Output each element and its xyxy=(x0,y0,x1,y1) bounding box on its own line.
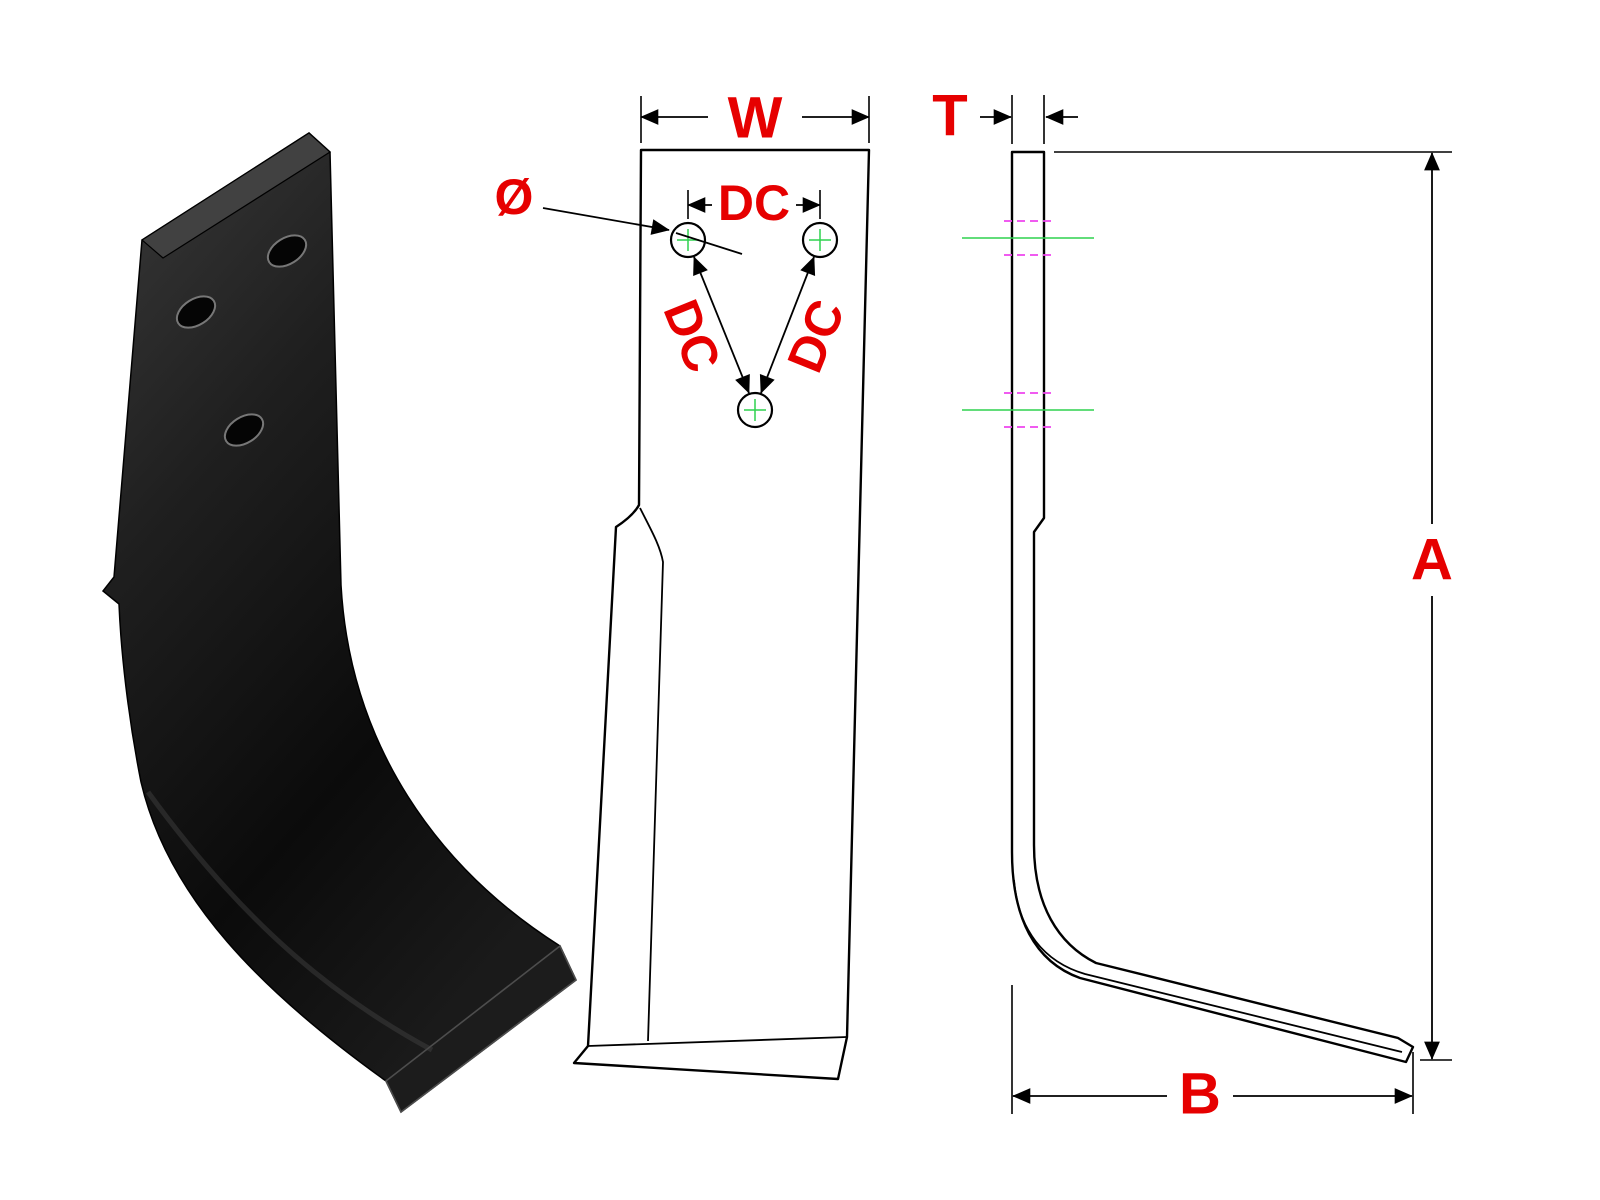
width-label: W xyxy=(728,86,783,151)
dim-thickness: T xyxy=(932,84,1078,149)
blade-top-edge-face xyxy=(140,132,331,259)
dim-diameter: Ø xyxy=(495,169,743,255)
dim-length: B xyxy=(1011,985,1414,1127)
dim-dc-top: DC xyxy=(687,175,821,231)
mounting-hole-bottom xyxy=(223,413,265,447)
height-label: A xyxy=(1411,528,1453,593)
side-bevel-line xyxy=(1013,879,1403,1053)
dim-arrow xyxy=(693,256,750,394)
dim-dc-left: DC xyxy=(653,256,750,394)
dc-top-label: DC xyxy=(718,175,790,231)
dim-height: A xyxy=(1054,151,1453,1061)
dim-width: W xyxy=(640,86,870,151)
thickness-label: T xyxy=(932,84,967,149)
blade-body xyxy=(101,132,577,1114)
length-label: B xyxy=(1179,1062,1221,1127)
dc-left-label: DC xyxy=(653,292,732,380)
front-edge-strip-line xyxy=(587,1036,848,1047)
bend-highlight xyxy=(145,790,434,1053)
dim-dc-right: DC xyxy=(759,256,856,394)
leader-tail xyxy=(675,232,743,255)
leader-arrow xyxy=(542,207,670,235)
side-view: T A B xyxy=(932,84,1453,1127)
hole-centerlines xyxy=(962,237,1094,411)
hole-centerline-cross xyxy=(809,229,831,251)
hole-center-crosses xyxy=(677,229,831,421)
diameter-label: Ø xyxy=(495,169,534,225)
side-outline-outer xyxy=(1010,150,1415,1064)
hidden-hole-lines xyxy=(1004,220,1052,428)
front-outline xyxy=(572,148,871,1081)
dc-right-label: DC xyxy=(777,292,856,380)
front-view: W Ø DC DC DC xyxy=(495,86,871,1081)
blade-3d-view xyxy=(101,132,578,1114)
hole-centerline-cross xyxy=(744,399,766,421)
mounting-hole-left xyxy=(175,295,217,329)
blade-bottom-bevel-face xyxy=(384,944,578,1114)
front-bevel-line xyxy=(639,507,664,1042)
mounting-hole-right xyxy=(266,234,308,268)
dim-arrow xyxy=(759,256,816,394)
